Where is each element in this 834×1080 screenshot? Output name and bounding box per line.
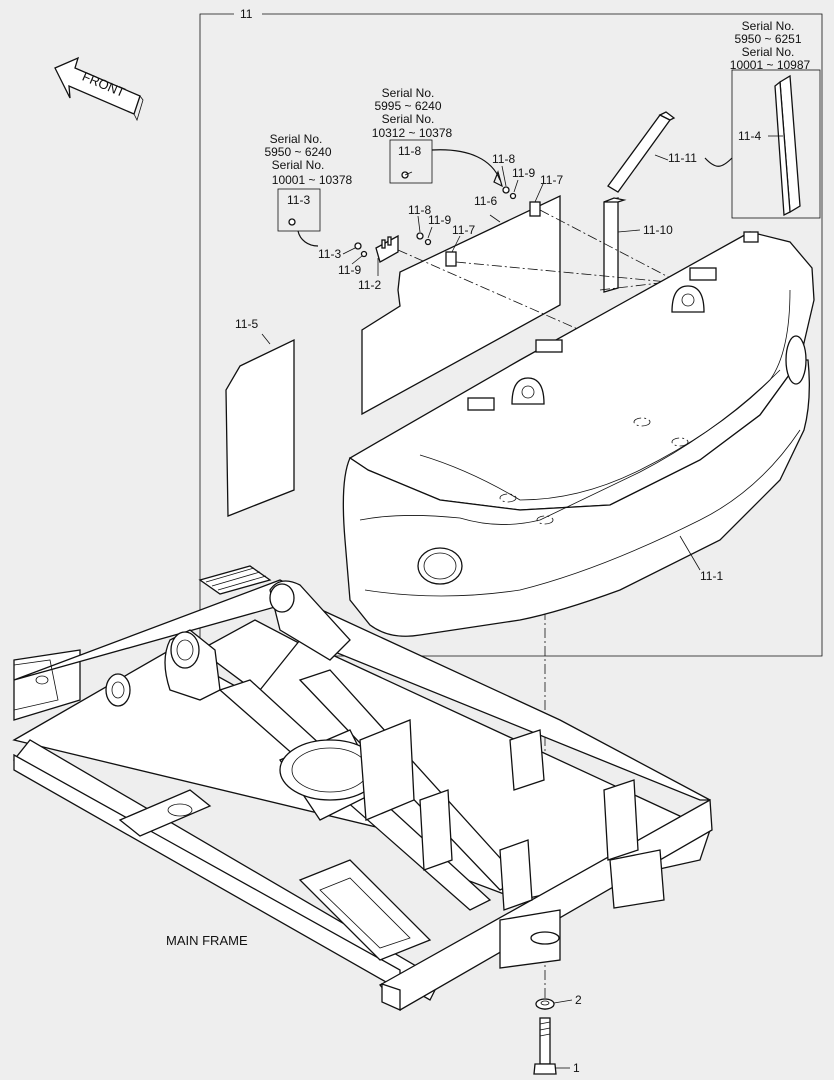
callout-11-8-inset: 11-8	[398, 144, 421, 158]
serial-note-11-3: Serial No. 5950 ~ 6240 Serial No. 10001 …	[264, 132, 352, 187]
step-grating	[198, 565, 272, 595]
front-arrow: FRONT	[54, 56, 144, 122]
serial-note-11-8: Serial No. 5995 ~ 6240 Serial No. 10312 …	[372, 86, 453, 140]
callout-11-3b: 11-3	[318, 247, 341, 261]
callout-11-9b: 11-9	[428, 213, 451, 227]
callout-11-2: 11-2	[358, 278, 381, 292]
serial-11-4-line1: Serial No.	[742, 19, 795, 33]
serial-11-4-line3: Serial No.	[742, 45, 795, 59]
callout-11-5: 11-5	[235, 317, 258, 331]
part-11-3-inset: 11-3	[277, 188, 321, 247]
callout-2: 2	[575, 993, 582, 1007]
part-11-5-plate: 11-5	[225, 317, 295, 517]
part-11-8-inset: 11-8	[389, 139, 503, 188]
callout-11-10: 11-10	[643, 223, 673, 237]
group-11-label: 11	[240, 7, 253, 21]
serial-11-4-line4: 10001 ~ 10987	[730, 58, 811, 72]
part-11-1-counterweight: 11-1	[342, 231, 815, 637]
serial-11-8-line4: 10312 ~ 10378	[372, 126, 453, 140]
callout-11-1: 11-1	[700, 569, 723, 583]
hardware-callouts: 11-3 11-9 11-8 11-9 11-8 11-9	[318, 152, 535, 277]
callout-11-11: 11-11	[668, 151, 697, 165]
group-11-box: 11	[199, 7, 823, 657]
serial-11-3-line1: Serial No.	[270, 132, 323, 146]
part-11-11-strip: 11-11	[607, 111, 733, 193]
part-11-2-bracket: 11-2	[358, 234, 399, 292]
callout-11-9a: 11-9	[338, 263, 361, 277]
callout-1: 1	[573, 1061, 580, 1075]
callout-11-7a: 11-7	[452, 223, 475, 237]
serial-11-8-line3: Serial No.	[382, 112, 435, 126]
callout-11-6: 11-6	[474, 194, 497, 208]
serial-11-3-line4: 10001 ~ 10378	[272, 173, 353, 187]
serial-note-11-4: Serial No. 5950 ~ 6251 Serial No. 10001 …	[730, 19, 811, 72]
callout-11-4: 11-4	[738, 129, 761, 143]
main-frame-label: MAIN FRAME	[166, 933, 248, 948]
serial-11-3-line3: Serial No.	[272, 158, 325, 172]
callout-11-3-inset: 11-3	[287, 193, 310, 207]
callout-11-8c: 11-8	[492, 152, 515, 166]
serial-11-3-line2: 5950 ~ 6240	[264, 145, 331, 159]
serial-11-4-line2: 5950 ~ 6251	[734, 32, 801, 46]
serial-11-8-line2: 5995 ~ 6240	[374, 99, 441, 113]
part-1-bolt: 1	[533, 1017, 580, 1075]
main-frame: MAIN FRAME	[12, 565, 713, 1012]
part-11-4-inset: 11-4	[731, 69, 821, 219]
part-11-10-block: 11-10	[603, 197, 673, 293]
callout-11-8b: 11-8	[408, 203, 431, 217]
callout-11-7b: 11-7	[540, 173, 563, 187]
callout-11-9c: 11-9	[512, 166, 535, 180]
serial-11-8-line1: Serial No.	[382, 86, 435, 100]
part-11-6-plate: 11-6 11-7 11-7	[361, 173, 563, 416]
part-2-washer: 2	[535, 993, 582, 1010]
